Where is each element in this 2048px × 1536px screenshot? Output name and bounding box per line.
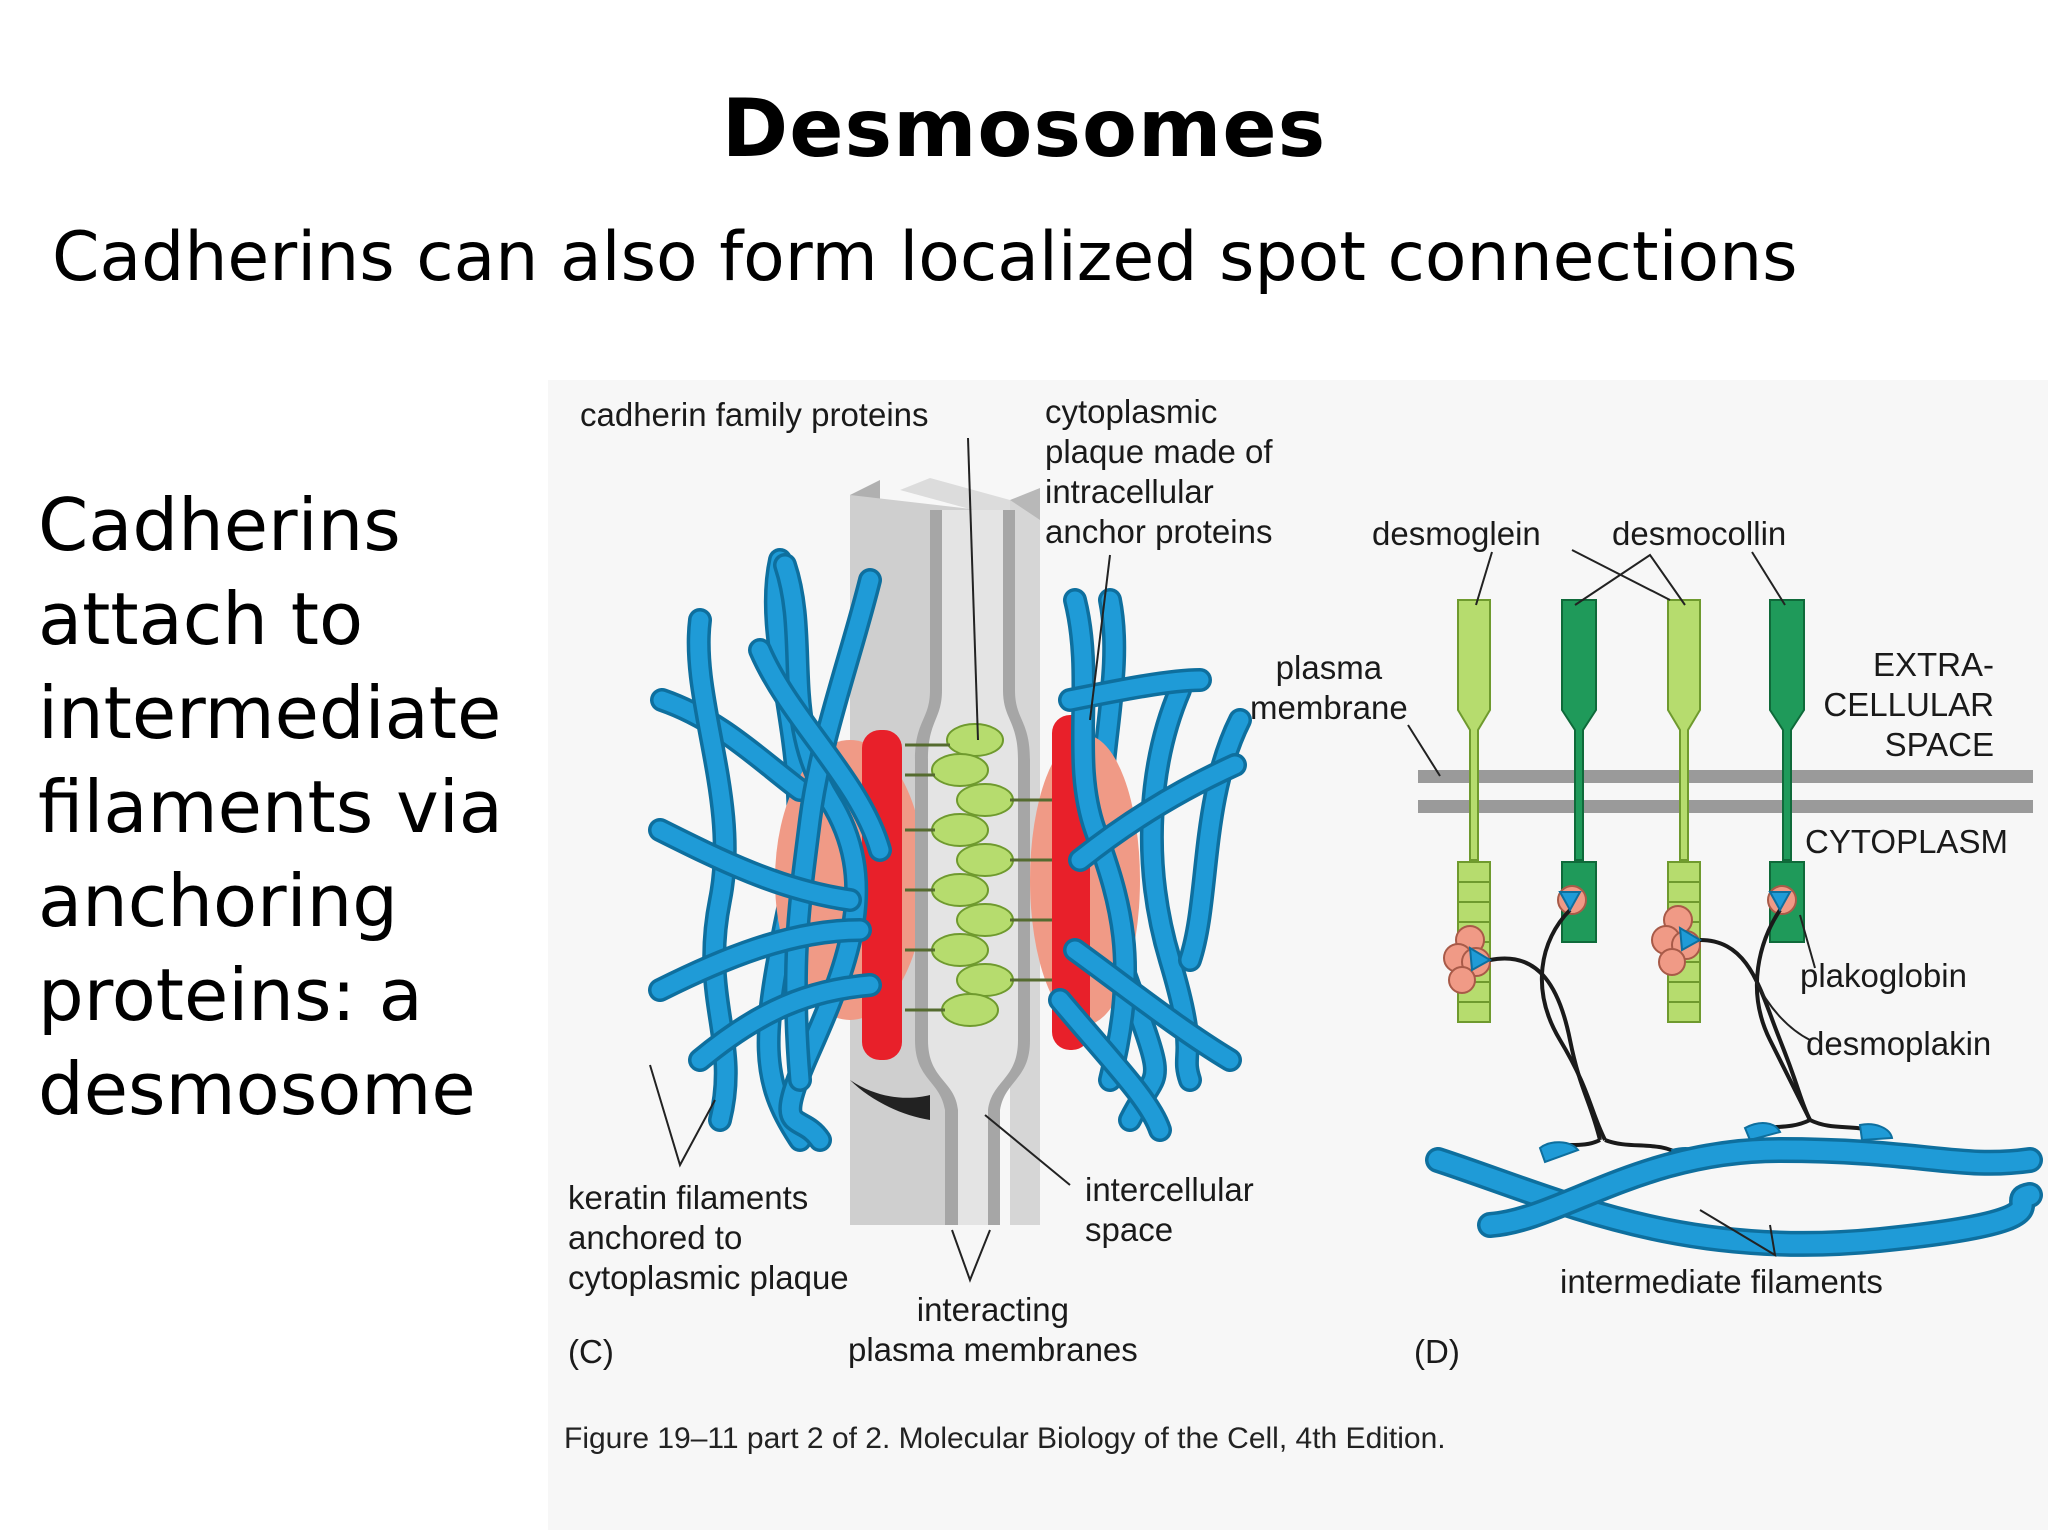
cytoplasmic-plaque-label: cytoplasmic plaque made of intracellular… <box>1045 392 1273 552</box>
label-line: plaque made of <box>1045 432 1273 472</box>
label-line: EXTRA- <box>1808 645 1994 685</box>
panel-d-letter: (D) <box>1414 1332 1460 1372</box>
cadherin-family-proteins-label: cadherin family proteins <box>580 395 929 435</box>
desmoplakin-label: desmoplakin <box>1806 1024 1991 1064</box>
label-line: space <box>1085 1210 1254 1250</box>
panel-c-illustration <box>650 438 1240 1280</box>
label-line: cytoplasmic plaque <box>568 1258 849 1298</box>
desmoglein-label: desmoglein <box>1372 514 1541 554</box>
plakoglobin-clusters <box>1444 886 1796 993</box>
interacting-plasma-membranes-label: interacting plasma membranes <box>848 1290 1138 1370</box>
label-line: cytoplasmic <box>1045 392 1273 432</box>
keratin-filaments-label: keratin filaments anchored to cytoplasmi… <box>568 1178 849 1298</box>
label-line: interacting <box>848 1290 1138 1330</box>
figure-caption: Figure 19–11 part 2 of 2. Molecular Biol… <box>564 1422 1446 1456</box>
label-line: anchored to <box>568 1218 849 1258</box>
plasma-membrane-label: plasma membrane <box>1250 648 1408 728</box>
intercellular-space-label: intercellular space <box>1085 1170 1254 1250</box>
label-line: keratin filaments <box>568 1178 849 1218</box>
label-line: anchor proteins <box>1045 512 1273 552</box>
label-line: plasma <box>1250 648 1408 688</box>
desmocollin-label: desmocollin <box>1612 514 1786 554</box>
extracellular-space-label: EXTRA- CELLULAR SPACE <box>1808 645 1994 765</box>
intermediate-filaments-label: intermediate filaments <box>1560 1262 1883 1302</box>
plasma-membrane-outer <box>1418 770 2033 783</box>
cytoplasm-label: CYTOPLASM <box>1805 822 2008 862</box>
plasma-membrane-inner <box>1418 800 2033 813</box>
label-line: CELLULAR <box>1808 685 1994 725</box>
label-line: plasma membranes <box>848 1330 1138 1370</box>
label-line: intercellular <box>1085 1170 1254 1210</box>
label-line: SPACE <box>1808 725 1994 765</box>
plakoglobin-label: plakoglobin <box>1800 956 1967 996</box>
panel-c-letter: (C) <box>568 1332 614 1372</box>
label-line: intracellular <box>1045 472 1273 512</box>
label-line: membrane <box>1250 688 1408 728</box>
